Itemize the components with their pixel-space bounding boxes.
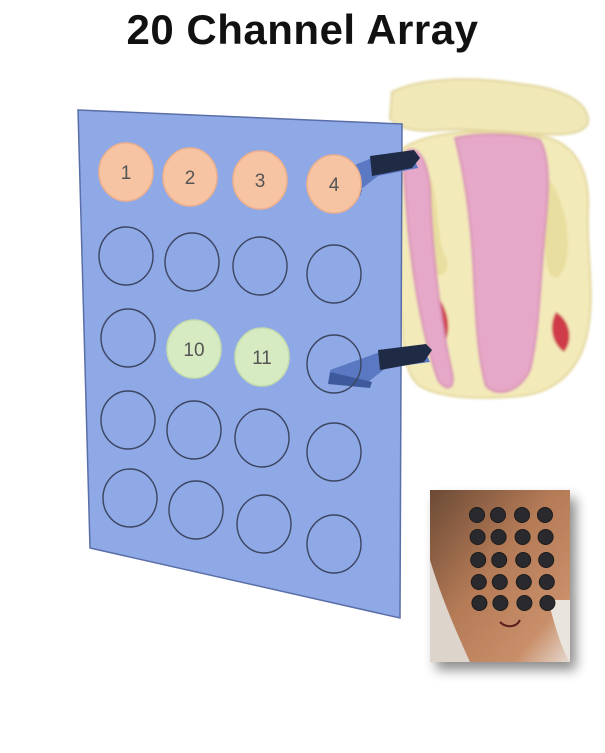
inset-dot xyxy=(540,596,555,611)
electrode-label-11: 11 xyxy=(252,348,272,369)
electrode-label-3: 3 xyxy=(255,171,266,192)
inset-dot xyxy=(539,575,554,590)
electrode-label-10: 10 xyxy=(183,340,204,361)
inset-dot xyxy=(538,530,553,545)
inset-dot xyxy=(515,508,530,523)
electrode-label-1: 1 xyxy=(121,163,132,184)
inset-dot xyxy=(492,553,507,568)
electrode-label-2: 2 xyxy=(185,168,196,189)
inset-dot xyxy=(471,575,486,590)
inset-dot xyxy=(492,575,507,590)
inset-dot xyxy=(470,530,485,545)
inset-dot xyxy=(516,553,531,568)
inset-dot xyxy=(538,508,553,523)
inset-dot xyxy=(515,530,530,545)
inset-dot xyxy=(472,596,487,611)
electrode-label-4: 4 xyxy=(329,175,340,196)
inset-dot xyxy=(517,596,532,611)
inset-dot xyxy=(470,508,485,523)
inset-dot xyxy=(471,553,486,568)
inset-photo-neck-electrodes xyxy=(430,490,570,662)
inset-dot xyxy=(516,575,531,590)
inset-dot xyxy=(491,530,506,545)
inset-dot xyxy=(493,596,508,611)
inset-dot xyxy=(539,553,554,568)
inset-dot xyxy=(491,508,506,523)
